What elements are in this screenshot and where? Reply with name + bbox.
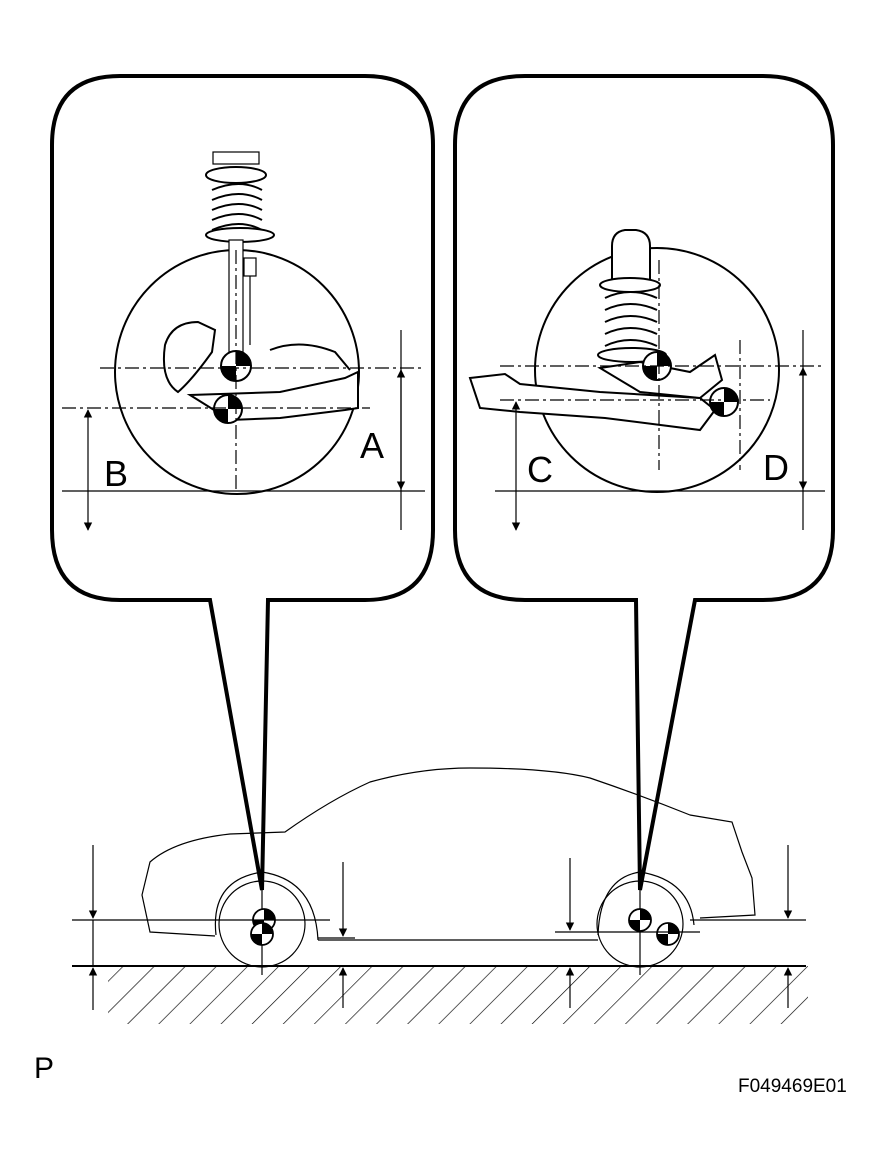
front-lower-center-mark bbox=[213, 394, 243, 424]
front-coil-spring bbox=[205, 151, 275, 361]
front-stabilizer-link bbox=[269, 343, 351, 371]
label-a: A bbox=[360, 425, 384, 466]
ground bbox=[72, 965, 808, 1024]
front-callout-bubble bbox=[50, 74, 435, 891]
rear-suspension-detail: C D bbox=[468, 229, 825, 531]
figure-code: F049469E01 bbox=[738, 1076, 847, 1097]
car-body-outline bbox=[141, 767, 756, 937]
rear-lower-center-mark bbox=[709, 387, 739, 417]
front-brake-caliper bbox=[162, 320, 217, 394]
label-d: D bbox=[763, 447, 789, 488]
front-upper-center-mark bbox=[220, 350, 252, 382]
label-c: C bbox=[527, 449, 553, 490]
corner-mark: P bbox=[34, 1052, 54, 1085]
rear-coil-spring bbox=[597, 229, 667, 363]
front-suspension-detail: B A bbox=[62, 151, 425, 531]
rear-wheel-center-mark bbox=[628, 908, 680, 946]
rear-trailing-arm bbox=[468, 372, 717, 432]
front-wheel-center-mark bbox=[250, 908, 276, 946]
label-b: B bbox=[104, 453, 128, 494]
